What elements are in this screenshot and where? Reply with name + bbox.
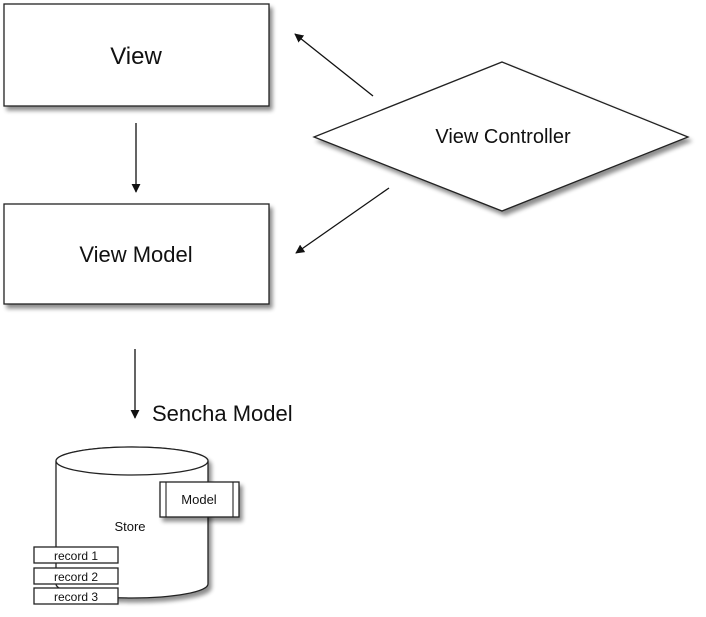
record-item: record 3 — [33, 587, 119, 605]
store-label: Store — [114, 519, 145, 534]
view-model-node: View Model — [3, 203, 270, 305]
view-node: View — [3, 3, 270, 107]
arrow-controller-to-view-model — [295, 187, 390, 254]
model-tag: Model — [159, 481, 240, 518]
view-box — [3, 3, 270, 107]
record-box — [33, 546, 119, 564]
model-tag-box — [159, 481, 240, 518]
arrow-controller-to-view — [294, 33, 374, 97]
store-cylinder-top — [55, 446, 209, 476]
view-controller-diamond — [312, 61, 690, 212]
record-label: record 3 — [54, 590, 98, 604]
view-controller-node: View Controller — [312, 61, 690, 212]
record-list: record 1 record 2 record 3 — [33, 546, 119, 605]
view-model-box — [3, 203, 270, 305]
sencha-model-label: Sencha Model — [152, 401, 293, 426]
view-model-label: View Model — [79, 242, 192, 267]
record-item: record 1 — [33, 546, 119, 564]
record-item: record 2 — [33, 567, 119, 585]
record-box — [33, 567, 119, 585]
model-tag-label: Model — [181, 492, 217, 507]
record-label: record 1 — [54, 549, 98, 563]
record-label: record 2 — [54, 570, 98, 584]
view-controller-label: View Controller — [435, 126, 571, 148]
record-box — [33, 587, 119, 605]
view-label: View — [110, 43, 162, 70]
